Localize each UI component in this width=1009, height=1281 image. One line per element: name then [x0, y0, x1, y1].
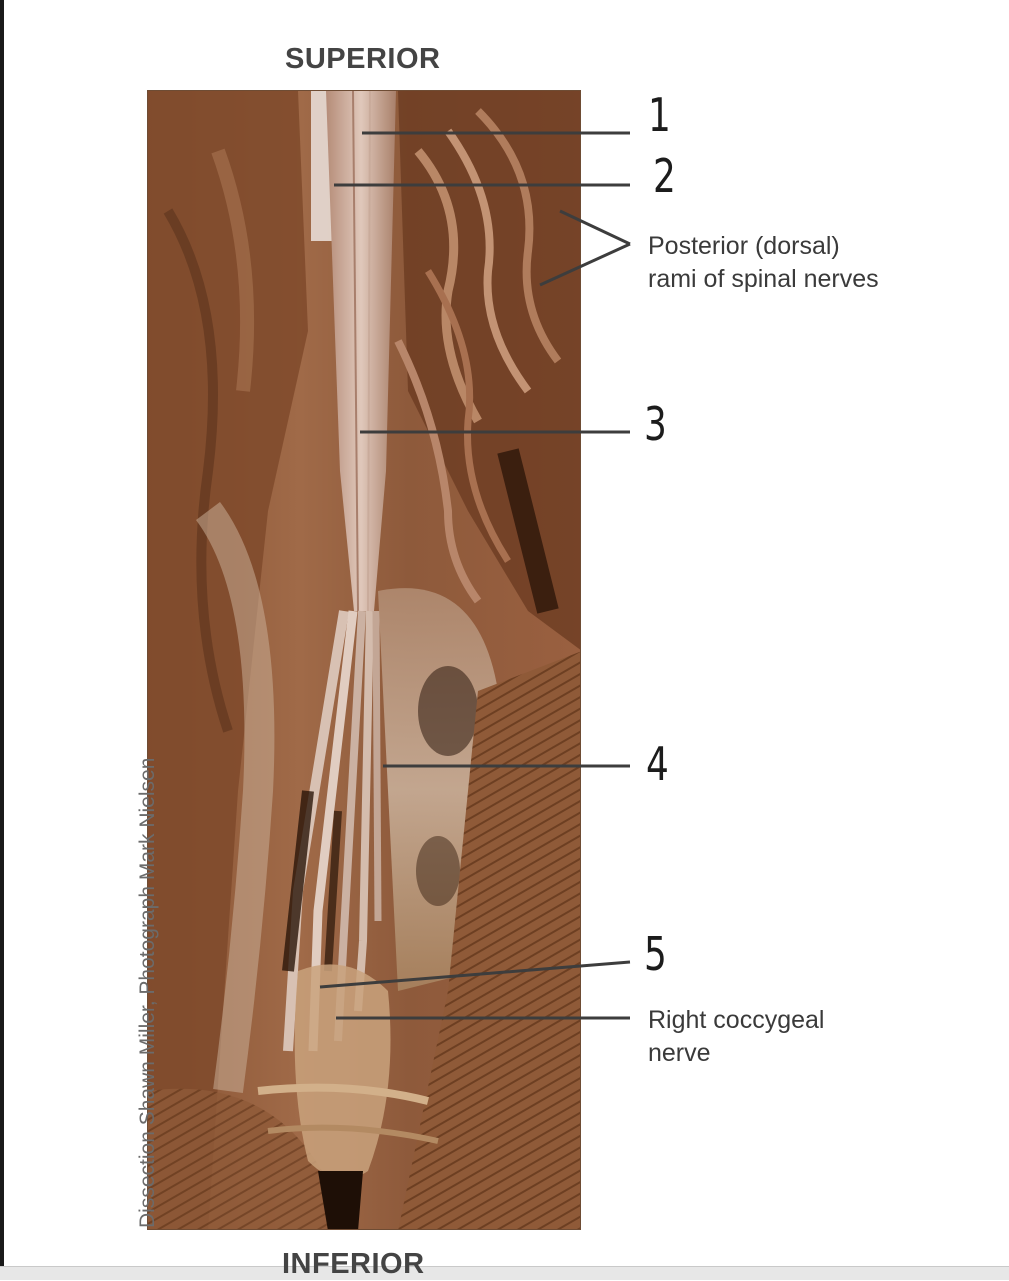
- photo-credit: Dissection Shawn Miller, Photograph Mark…: [136, 757, 159, 1228]
- dissection-illustration: [148, 91, 580, 1229]
- superior-label: SUPERIOR: [285, 43, 441, 75]
- number-label-2: 2: [653, 149, 676, 203]
- coccygeal-nerve-label-line2: nerve: [648, 1039, 711, 1067]
- bottom-band: [0, 1266, 1009, 1280]
- inferior-label: INFERIOR: [282, 1248, 425, 1280]
- coccygeal-nerve-label: Right coccygeal nerve: [648, 1004, 824, 1070]
- number-label-4: 4: [646, 737, 669, 791]
- coccygeal-nerve-label-line1: Right coccygeal: [648, 1006, 825, 1034]
- dorsal-rami-label: Posterior (dorsal) rami of spinal nerves: [648, 230, 879, 296]
- dissection-photo: [147, 90, 581, 1230]
- number-label-5: 5: [644, 927, 667, 981]
- dorsal-rami-label-line2: rami of spinal nerves: [648, 265, 879, 293]
- dorsal-rami-label-line1: Posterior (dorsal): [648, 232, 840, 260]
- number-label-1: 1: [648, 88, 671, 142]
- number-label-3: 3: [644, 397, 667, 451]
